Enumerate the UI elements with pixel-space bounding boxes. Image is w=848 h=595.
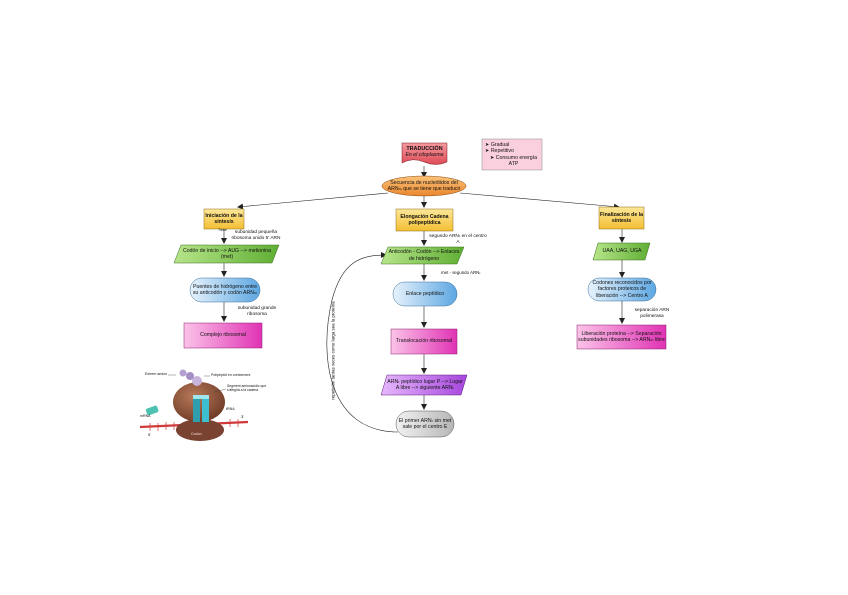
edge-repeat-loop: [326, 252, 399, 433]
initiation-title: Iniciación de la síntesis: [205, 212, 243, 225]
title-banner-shape: [401, 142, 448, 165]
ribosome-small-subunit: [176, 419, 224, 441]
codon-node-shape: [173, 244, 280, 264]
ribosome-label-segment: Segment aminoacídic que s'afegirà a la c…: [227, 384, 267, 393]
bullet-arrow-icon: ➤: [489, 154, 495, 161]
trna-pair: [193, 395, 209, 422]
recognized-node-shape: [587, 277, 657, 302]
initiation-link1: subunidad pequeña ribosoma unido 5' ARN: [231, 230, 281, 241]
ribosome-label-codon: Codon: [191, 432, 202, 436]
edge-sequence-termination: [459, 192, 620, 210]
complex-node-shape: [183, 322, 263, 349]
move-node-shape: [380, 374, 468, 396]
exit-node-shape: [395, 410, 455, 438]
elongation-box-shape: [395, 208, 454, 232]
translocation-node: Translocación ribosomal: [395, 338, 453, 345]
ribosome-label-mrna: mRNA: [140, 414, 151, 418]
bullet-arrow-icon: ➤: [485, 142, 490, 149]
codon-node: Codón de inicio --> AUG --> metionina (m…: [183, 247, 271, 260]
edge-sequence-initiation: [237, 192, 389, 210]
ribosome-illustration: [139, 369, 249, 441]
ribosome-label-3prime: 3': [241, 414, 244, 419]
termination-box-shape: [598, 206, 645, 230]
elongation-link1: segundo ARNₜ en el centro A: [429, 234, 487, 245]
bullet-arrow-icon: ➤: [485, 148, 490, 155]
exit-node: El primer ARNₜ sin met sale por el centr…: [398, 417, 452, 430]
feature-item: ➤ Consumo energía ATP: [489, 154, 538, 167]
initiation-tiny-label: Tiene: [218, 228, 227, 232]
anticodon-node-shape: [380, 246, 465, 265]
elongation-title: Elongación Cadena polipeptídica: [400, 213, 449, 226]
stop-node: UAA, UAG, UGA: [602, 248, 642, 255]
peptide-node: Enlace peptídico: [405, 290, 445, 297]
release-node-shape: [576, 324, 667, 350]
feature-item: ➤ Repetitivo: [485, 148, 514, 155]
recognized-node: Codones reconocidos por factores proteic…: [592, 280, 652, 299]
features-box: ➤ Gradual ➤ Repetitivo ➤ Consumo energía…: [482, 139, 542, 170]
anticodon-node: Anticodón - Codón --> Enlaces de hidróge…: [388, 249, 460, 262]
repeat-label: repetición tantas veces como larga sea l…: [330, 301, 336, 400]
title-banner: TRADUCCIÓN En el citoplasma: [402, 143, 447, 161]
ribosome-label-5prime: 5': [148, 432, 151, 437]
sequence-node-shape: [381, 175, 467, 197]
node-shapes: [173, 138, 667, 438]
move-node: ARNₜ peptídico lugar P --> Lugar A libre…: [387, 378, 463, 391]
ribosome-label-polypeptide: Polipèptid en creixement: [211, 373, 251, 377]
ribosome-label-amino: Extrem amino: [145, 372, 168, 376]
stop-node-shape: [592, 242, 651, 261]
translocation-node-shape: [390, 328, 458, 355]
termination-title: Finalización de la síntesis: [600, 211, 643, 224]
initiation-box-shape: [203, 208, 245, 230]
ribosome-label-trna: tRNA: [226, 407, 235, 411]
title-sub: En el citoplasma: [405, 152, 444, 159]
feature-item: ➤ Gradual: [485, 142, 510, 149]
title-main: TRADUCCIÓN: [406, 145, 443, 152]
features-box-shape: [481, 138, 543, 171]
elongation-link2: met - segundo ARNₜ: [441, 270, 481, 275]
peptide-node-shape: [392, 281, 458, 307]
complex-node: Complejo ribosomal: [200, 332, 246, 339]
sequence-node: Secuencia de nucleótidos del ARNₘ que se…: [387, 179, 461, 192]
incoming-trna: [145, 405, 159, 416]
release-node: Liberación proteína --> Separación subun…: [578, 330, 665, 343]
hydrogen-node-shape: [189, 277, 261, 303]
initiation-link2: subunidad grande ribosoma: [237, 306, 277, 317]
termination-link: separación ARN polimerasa: [634, 308, 670, 319]
hydrogen-node: Puentes de hidrógeno entre su anticodón …: [192, 283, 258, 296]
